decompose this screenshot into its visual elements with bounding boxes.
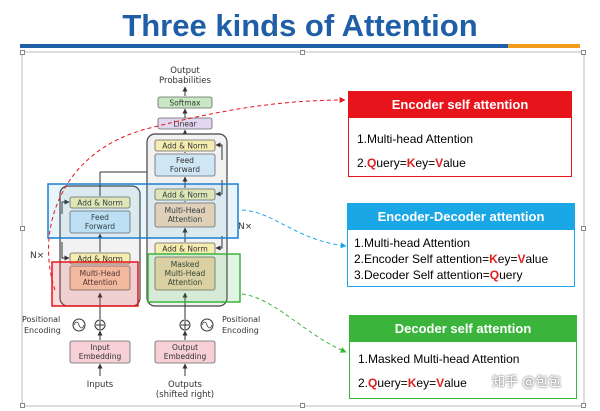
decoder-self-attention-highlight xyxy=(147,253,241,303)
encoder-decoder-line1: 1.Multi-head Attention xyxy=(354,236,471,250)
input-embedding-label: Input xyxy=(90,343,109,352)
encoder-mha-label: Multi-Head xyxy=(80,269,121,278)
output-probabilities-label-2: Probabilities xyxy=(159,76,211,86)
selection-handle-bm[interactable] xyxy=(300,403,305,408)
decoder-feed-forward xyxy=(154,153,216,177)
encoder-decoder-attention-highlight xyxy=(47,183,239,239)
encoder-decoder-attention-title: Encoder-Decoder attention xyxy=(348,204,574,230)
decoder-masked-mha-label: Masked xyxy=(171,260,200,269)
decoder-self-line2: 2.Query=Key=Value xyxy=(358,376,467,390)
output-embedding-box xyxy=(154,340,216,364)
decoder-positional-label-2: Encoding xyxy=(222,326,259,335)
encoder-positional-label: Positional xyxy=(22,315,60,324)
decoder-feed-forward-label: Feed xyxy=(176,156,194,165)
decoder-add-norm-bottom-label: Add & Norm xyxy=(162,245,208,254)
encoder-self-attention-card: Encoder self attention 1.Multi-head Atte… xyxy=(348,91,572,177)
page-title: Three kinds of Attention xyxy=(122,8,478,43)
input-embedding-box xyxy=(69,340,131,364)
selection-handle-bl[interactable] xyxy=(20,403,25,408)
outputs-label: Outputs xyxy=(168,380,203,390)
linear-box xyxy=(157,117,213,130)
output-probabilities-label: Output xyxy=(170,66,200,76)
decoder-mha-label-2: Attention xyxy=(168,215,203,224)
decoder-add-norm-mid xyxy=(154,188,216,201)
decoder-self-attention-card: Decoder self attention 1.Masked Multi-he… xyxy=(349,315,577,399)
decoder-nx-label: N× xyxy=(238,222,252,232)
decoder-add-norm-top xyxy=(154,139,216,152)
title-underline-orange xyxy=(508,44,580,48)
selection-handle-mr[interactable] xyxy=(581,226,586,231)
output-embedding-label: Output xyxy=(172,343,198,352)
selection-handle-tm[interactable] xyxy=(300,50,305,55)
encoder-decoder-connector xyxy=(241,209,347,249)
decoder-masked-mha xyxy=(154,256,216,291)
decoder-positional-label: Positional xyxy=(222,315,260,324)
decoder-self-line1: 1.Masked Multi-head Attention xyxy=(358,352,520,366)
encoder-decoder-line2: 2.Encoder Self attention=Key=Value xyxy=(354,252,549,266)
encoder-feed-forward-label-2: Forward xyxy=(85,222,115,231)
decoder-self-connector xyxy=(241,293,347,353)
linear-label: Linear xyxy=(173,120,197,129)
encoder-self-attention-title: Encoder self attention xyxy=(349,92,571,118)
encoder-multi-head-attention xyxy=(69,265,131,291)
encoder-self-connector xyxy=(48,97,346,291)
encoder-self-line2: 2.Query=Key=Value xyxy=(357,156,466,170)
selection-handle-tl[interactable] xyxy=(20,50,25,55)
output-embedding-label-2: Embedding xyxy=(164,352,207,361)
input-embedding-label-2: Embedding xyxy=(79,352,122,361)
decoder-feed-forward-label-2: Forward xyxy=(170,165,200,174)
decoder-self-attention-title: Decoder self attention xyxy=(350,316,576,342)
decoder-add-norm-top-label: Add & Norm xyxy=(162,142,208,151)
decoder-mha-label: Multi-Head xyxy=(165,206,206,215)
title-underline-blue xyxy=(20,44,508,48)
watermark: 知乎 @包包 xyxy=(492,375,562,390)
encoder-self-line1: 1.Multi-head Attention xyxy=(357,132,474,146)
encoder-add-norm-top xyxy=(69,196,131,209)
selection-handle-ml[interactable] xyxy=(20,226,25,231)
encoder-decoder-attention-card: Encoder-Decoder attention 1.Multi-head A… xyxy=(347,203,575,287)
decoder-masked-mha-label-3: Attention xyxy=(168,278,203,287)
selection-handle-tr[interactable] xyxy=(581,50,586,55)
decoder-multi-head-attention xyxy=(154,202,216,228)
encoder-feed-forward xyxy=(69,210,131,234)
decoder-add-norm-mid-label: Add & Norm xyxy=(162,191,208,200)
softmax-box xyxy=(157,96,213,109)
encoder-add-norm-top-label: Add & Norm xyxy=(77,199,123,208)
encoder-positional-label-2: Encoding xyxy=(24,326,61,335)
encoder-feed-forward-label: Feed xyxy=(91,213,109,222)
softmax-label: Softmax xyxy=(169,99,201,108)
encoder-self-attention-highlight xyxy=(51,261,139,307)
decoder-masked-mha-label-2: Multi-Head xyxy=(165,269,206,278)
encoder-mha-label-2: Attention xyxy=(83,278,118,287)
encoder-nx-label: N× xyxy=(30,251,44,261)
encoder-decoder-line3: 3.Decoder Self attention=Query xyxy=(354,268,523,282)
encoder-add-norm-bottom-label: Add & Norm xyxy=(77,255,123,264)
outputs-label-2: (shifted right) xyxy=(156,390,214,400)
selection-handle-br[interactable] xyxy=(581,403,586,408)
inputs-label: Inputs xyxy=(87,380,114,390)
